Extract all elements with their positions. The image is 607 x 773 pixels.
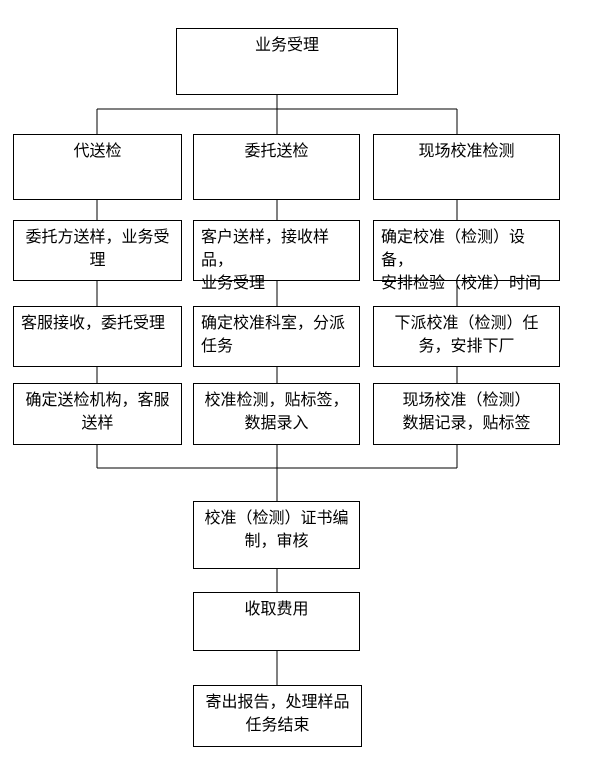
node-dispatch-task: 下派校准（检测）任 务，安排下厂 [373, 306, 560, 367]
node-send-report-end: 寄出报告，处理样品 任务结束 [193, 685, 362, 747]
node-collect-fees: 收取费用 [193, 592, 360, 651]
connector-lines [96, 95, 458, 685]
node-calibrate-label: 校准检测，贴标签， 数据录入 [193, 383, 360, 445]
node-determine-agency: 确定送检机构，客服 送样 [13, 383, 182, 445]
node-determine-equipment: 确定校准（检测）设备， 安排检验（校准）时间 [373, 220, 560, 292]
node-customer-sends-sample: 客户送样，接收样品， 业务受理 [193, 220, 360, 292]
node-client-sends-sample: 委托方送样，业务受 理 [13, 220, 182, 281]
node-assign-department: 确定校准科室，分派 任务 [193, 306, 360, 367]
node-onsite-record: 现场校准（检测） 数据记录，贴标签 [373, 383, 560, 445]
node-service-receives: 客服接收，委托受理 [13, 306, 182, 367]
node-onsite-calibration-header: 现场校准检测 [373, 134, 560, 200]
node-agent-submission-header: 代送检 [13, 134, 182, 200]
node-entrusted-submission-header: 委托送检 [193, 134, 360, 200]
node-business-acceptance: 业务受理 [176, 28, 398, 95]
node-certificate-compile: 校准（检测）证书编 制，审核 [193, 501, 360, 569]
